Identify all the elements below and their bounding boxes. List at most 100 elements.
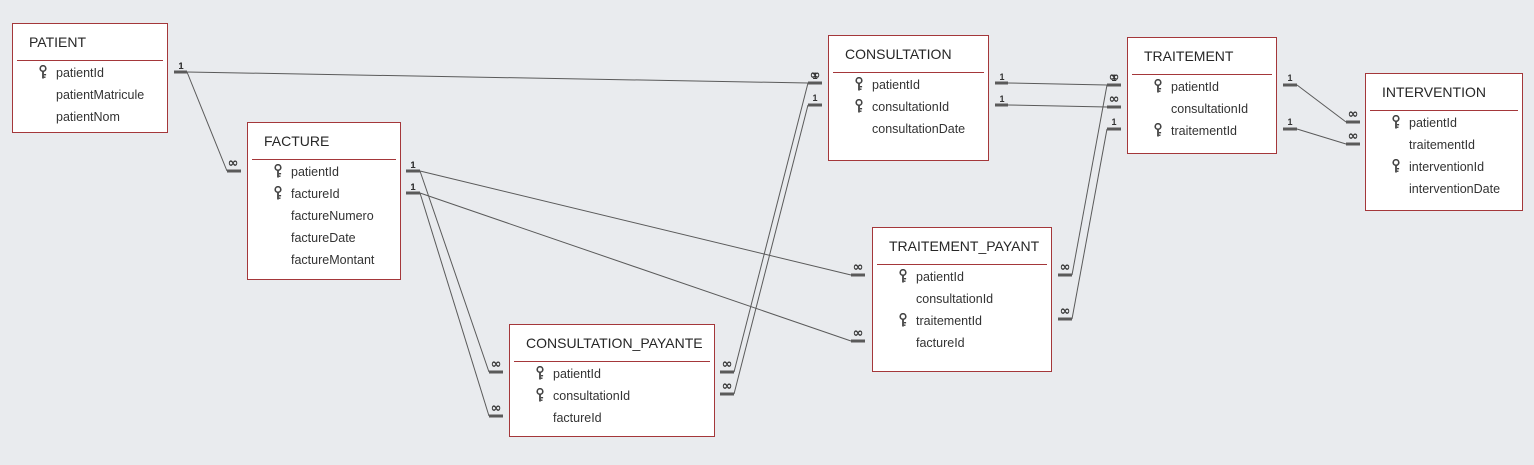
cardinality-many-label: ∞ [1109,70,1120,85]
field-list: patientId consultationId traitementId factu… [873,267,1051,355]
field-name: interventionId [1409,160,1485,174]
cardinality-one-label: 1 [1287,117,1292,127]
field-row[interactable]: patientId [873,267,1051,289]
field-row[interactable]: factureId [873,333,1051,355]
field-row[interactable]: patientId [829,75,988,97]
field-name: traitementId [1171,124,1238,138]
field-row[interactable]: patientNom [13,107,167,129]
cardinality-many-label: ∞ [853,326,864,341]
field-name: factureNumero [291,209,374,223]
table-traitement[interactable]: TRAITEMENT patientId consultationId traite… [1127,37,1277,154]
field-name: patientMatricule [56,88,145,102]
cardinality-many-label: ∞ [853,260,864,275]
field-name: patientNom [56,110,120,124]
link-connector [733,82,809,373]
cardinality-one-label: 1 [1111,117,1116,127]
field-row[interactable]: patientMatricule [13,85,167,107]
field-row[interactable]: patientId [13,63,167,85]
field-name: traitementId [916,314,983,328]
cardinality-one-label: 1 [812,71,817,81]
cardinality-many-label: ∞ [810,68,821,83]
title-divider [17,60,163,61]
cardinality-one-label: 1 [999,94,1004,104]
field-row[interactable]: factureDate [248,228,400,250]
field-row[interactable]: consultationId [873,289,1051,311]
relationship-line: 1∞ [174,61,241,173]
cardinality-one-label: 1 [178,61,183,71]
field-list: patientId factureId factureNumero factureDa… [248,162,400,272]
relationship-line: 1∞ [995,92,1121,109]
title-divider [1370,110,1518,111]
cardinality-one-label: 1 [410,182,415,192]
link-connector [419,192,490,417]
field-row[interactable]: consultationId [829,97,988,119]
cardinality-many-label: ∞ [228,156,239,171]
primary-key-icon [1391,114,1401,129]
link-connector [733,104,809,395]
link-connector [419,192,852,342]
field-row[interactable]: traitementId [1128,121,1276,143]
field-row[interactable]: patientId [510,364,714,386]
relationship-line: 1∞ [406,182,503,418]
field-row[interactable]: consultationDate [829,119,988,141]
cardinality-many-label: ∞ [722,379,733,394]
field-row[interactable]: traitementId [873,311,1051,333]
table-title: PATIENT [29,34,87,50]
field-row[interactable]: interventionDate [1366,179,1522,201]
link-connector [186,71,809,84]
cardinality-many-label: ∞ [491,357,502,372]
field-row[interactable]: traitementId [1366,135,1522,157]
field-row[interactable]: patientId [248,162,400,184]
field-name: consultationId [916,292,994,306]
relationship-line: 1∞ [995,70,1121,87]
title-divider [1132,74,1272,75]
cardinality-many-label: ∞ [1109,92,1120,107]
field-name: patientId [291,165,339,179]
primary-key-icon [854,98,864,113]
field-row[interactable]: patientId [1128,77,1276,99]
relationship-line: 1∞ [406,182,865,343]
table-consultation[interactable]: CONSULTATION patientId consultationId cons… [828,35,989,161]
primary-key-icon [273,185,283,200]
relationship-line: 1∞ [406,160,503,374]
field-row[interactable]: consultationId [1128,99,1276,121]
field-name: factureMontant [291,253,375,267]
link-connector [1007,82,1108,86]
field-name: factureDate [291,231,356,245]
field-row[interactable]: factureNumero [248,206,400,228]
field-row[interactable]: factureMontant [248,250,400,272]
cardinality-one-label: 1 [410,182,415,192]
cardinality-one-label: 1 [410,160,415,170]
cardinality-one-label: 1 [1111,73,1116,83]
field-name: patientId [1409,116,1457,130]
field-name: interventionDate [1409,182,1501,196]
title-divider [514,361,710,362]
table-title: CONSULTATION [845,46,952,62]
field-row[interactable]: patientId [1366,113,1522,135]
table-title: TRAITEMENT [1144,48,1234,64]
field-row[interactable]: factureId [510,408,714,430]
field-name: consultationId [872,100,950,114]
field-list: patientId traitementId interventionId inter… [1366,113,1522,201]
cardinality-many-label: ∞ [491,401,502,416]
table-title: CONSULTATION_PAYANTE [526,335,703,351]
cardinality-many-label: ∞ [1060,260,1071,275]
primary-key-icon [38,64,48,79]
title-divider [833,72,984,73]
title-divider [252,159,396,160]
cardinality-many-label: ∞ [1348,107,1359,122]
primary-key-icon [1153,122,1163,137]
field-name: patientId [1171,80,1219,94]
table-patient[interactable]: PATIENT patientId patientMatricule patient… [12,23,168,133]
field-row[interactable]: consultationId [510,386,714,408]
field-row[interactable]: interventionId [1366,157,1522,179]
field-row[interactable]: factureId [248,184,400,206]
relationship-line: 1∞ [1058,73,1121,277]
